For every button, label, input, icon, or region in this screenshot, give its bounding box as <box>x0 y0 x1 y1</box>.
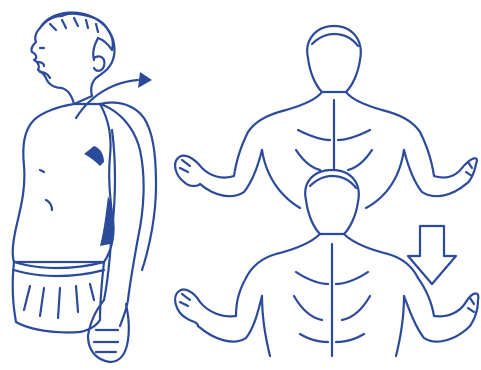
top-traps-r <box>346 92 420 132</box>
side-face <box>38 48 50 78</box>
bottom-right-fingers <box>468 298 474 312</box>
shorts-folds <box>24 284 94 318</box>
bottom-left-arm-under <box>198 296 262 342</box>
bottom-right-arm <box>418 278 466 316</box>
top-left-arm <box>202 132 248 178</box>
bottom-head <box>305 170 359 234</box>
down-arrow-icon <box>408 226 456 284</box>
bottom-left-fingers <box>180 294 190 306</box>
top-right-fist <box>462 158 477 184</box>
bottom-traps <box>246 234 320 278</box>
armpit-shadow <box>84 146 104 166</box>
curved-arrow-head <box>138 72 152 88</box>
bottom-left-arm <box>200 278 246 316</box>
top-left-fist <box>175 156 202 186</box>
hair-strokes <box>50 18 98 32</box>
top-left-fingers <box>180 160 190 172</box>
top-head <box>307 26 361 92</box>
waistband-2 <box>14 270 104 276</box>
back-view-bottom <box>175 170 478 356</box>
chest-details <box>40 170 52 210</box>
finger-lines <box>94 330 118 352</box>
top-right-arm <box>420 132 462 178</box>
top-hair <box>312 34 358 46</box>
top-traps <box>248 92 322 132</box>
side-torso <box>13 104 114 262</box>
bottom-right-arm-under <box>404 296 470 342</box>
bottom-left-fist <box>175 290 200 326</box>
side-ear <box>94 56 104 70</box>
side-view-man <box>13 13 156 362</box>
